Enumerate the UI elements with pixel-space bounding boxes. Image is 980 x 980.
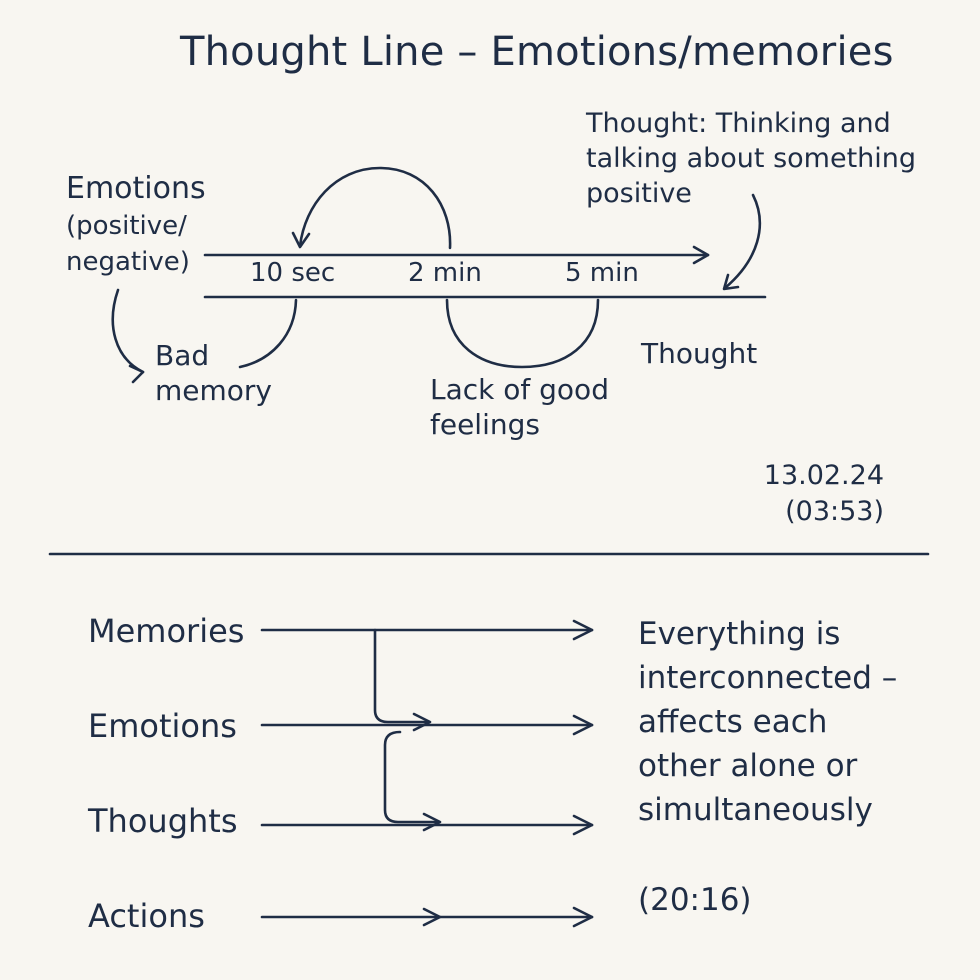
- emotions-arrow: [260, 714, 594, 736]
- loop-back-arrow: [291, 166, 452, 250]
- bad-memory-line-1: Bad: [155, 339, 210, 372]
- thought-note-arrow: [722, 193, 762, 291]
- emotions-to-thoughts-branch: [383, 730, 442, 832]
- tick-10-sec: 10 sec: [250, 258, 336, 288]
- lack-of-good-feelings-line-1: Lack of good: [430, 373, 609, 406]
- lack-of-good-feelings-line-2: feelings: [430, 408, 540, 441]
- timeline-upper-arrow: [203, 245, 710, 265]
- interconnected-note-line-5: simultaneously: [638, 792, 873, 828]
- bad-memory-label: Bad memory: [155, 338, 272, 408]
- actions-inner-arrowhead: [422, 907, 442, 927]
- row-label-actions: Actions: [88, 897, 205, 935]
- lack-of-good-feelings-label: Lack of good feelings: [430, 372, 609, 442]
- page-title: Thought Line – Emotions/memories: [180, 29, 894, 75]
- thought-note-line-1: Thought: Thinking and: [586, 108, 891, 139]
- interconnected-note-line-3: affects each: [638, 704, 828, 740]
- actions-arrow: [260, 906, 594, 928]
- bad-memory-curve: [238, 298, 298, 369]
- thought-end-label: Thought: [641, 337, 758, 370]
- time-stamp-bottom: (20:16): [638, 882, 752, 918]
- lack-of-good-feelings-dip: [445, 298, 600, 369]
- interconnected-note-line-4: other alone or: [638, 748, 858, 784]
- row-label-emotions: Emotions: [88, 707, 237, 745]
- emotions-to-bad-memory-arrow: [111, 288, 145, 384]
- tick-2-min: 2 min: [408, 258, 482, 288]
- date-stamp-time: (03:53): [785, 496, 884, 527]
- memories-to-emotions-branch: [373, 628, 432, 732]
- row-label-thoughts: Thoughts: [88, 802, 238, 840]
- interconnected-note: Everything is interconnected – affects e…: [638, 612, 897, 832]
- emotions-label-line-2: (positive/: [66, 211, 187, 241]
- thought-note-line-2: talking about something: [586, 143, 917, 174]
- emotions-label: Emotions (positive/ negative): [66, 170, 206, 280]
- date-stamp: 13.02.24 (03:53): [764, 458, 884, 530]
- row-label-memories: Memories: [88, 612, 245, 650]
- interconnected-note-line-2: interconnected –: [638, 660, 898, 696]
- date-stamp-date: 13.02.24: [763, 460, 884, 491]
- memories-arrow: [260, 619, 594, 641]
- thought-note: Thought: Thinking and talking about some…: [586, 106, 916, 211]
- bad-memory-line-2: memory: [155, 374, 272, 407]
- emotions-label-line-3: negative): [66, 247, 190, 277]
- emotions-label-line-1: Emotions: [66, 171, 206, 206]
- thoughts-arrow: [260, 814, 594, 836]
- interconnected-note-line-1: Everything is: [638, 616, 841, 652]
- thought-note-line-3: positive: [586, 178, 692, 209]
- tick-5-min: 5 min: [565, 258, 639, 288]
